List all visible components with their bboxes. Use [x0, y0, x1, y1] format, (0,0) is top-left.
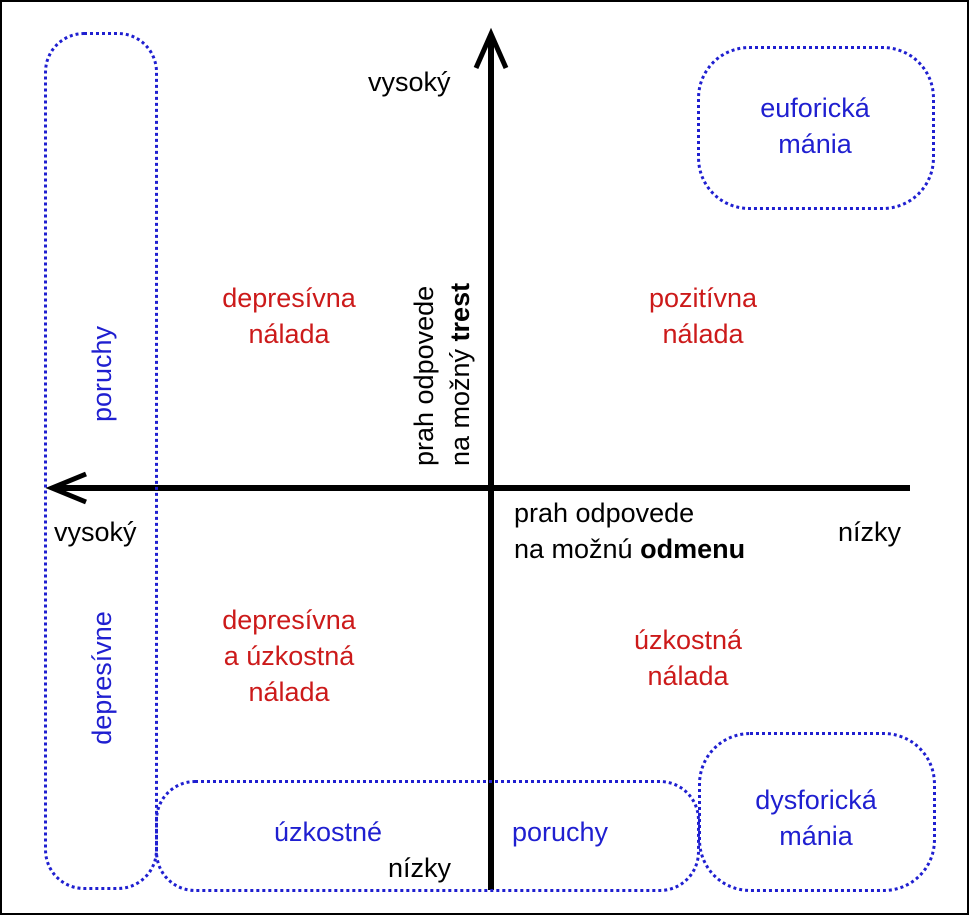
- dysphoric-mania-label: dysforická mánia: [730, 782, 902, 854]
- vertical-axis-arrowhead: [473, 27, 509, 70]
- euphoric-mania-line-2: mánia: [778, 129, 852, 159]
- quadrant-top-right-label: pozitívna nálada: [610, 280, 796, 352]
- vertical-axis-low-label: nízky: [388, 853, 452, 883]
- horizontal-axis-title-prefix: na možnú: [514, 534, 641, 564]
- anxiety-disorders-left-label: úzkostné: [274, 817, 383, 847]
- quadrant-bottom-left-label: depresívna a úzkostná nálada: [198, 602, 380, 710]
- dysphoric-mania-region: [698, 732, 936, 892]
- vertical-axis-title-prefix: na možný: [445, 341, 475, 466]
- quadrant-bottom-left-line-1: depresívna: [222, 605, 356, 635]
- dysphoric-mania-line-2: mánia: [779, 821, 853, 851]
- quadrant-bottom-left-line-3: nálada: [248, 677, 330, 707]
- horizontal-axis-low-label: nízky: [838, 517, 902, 547]
- horizontal-axis-title-line-1: prah odpovede: [514, 498, 695, 528]
- depressive-disorders-lower-label: depresívne: [87, 611, 117, 745]
- quadrant-top-right-line-1: pozitívna: [648, 283, 758, 313]
- quadrant-bottom-left-line-2: a úzkostná: [223, 641, 355, 671]
- vertical-axis-title-line-2: na možný trest: [442, 246, 478, 466]
- quadrant-top-left-label: depresívna nálada: [198, 280, 380, 352]
- quadrant-bottom-right-line-1: úzkostná: [633, 625, 743, 655]
- anxiety-disorders-region: [155, 780, 700, 892]
- euphoric-mania-label: euforická mánia: [732, 90, 898, 162]
- quadrant-bottom-right-label: úzkostná nálada: [602, 622, 774, 694]
- depressive-disorders-region: [44, 32, 158, 890]
- horizontal-axis-title-line-2: na možnú odmenu: [514, 531, 745, 567]
- quadrant-top-left-line-1: depresívna: [222, 283, 356, 313]
- vertical-axis-high-label: vysoký: [368, 67, 451, 97]
- horizontal-axis-title-bold: odmenu: [640, 534, 746, 564]
- quadrant-bottom-right-line-2: nálada: [647, 661, 729, 691]
- euphoric-mania-line-1: euforická: [760, 93, 870, 123]
- horizontal-axis-arrowhead: [45, 471, 87, 505]
- vertical-axis-title-bold: trest: [445, 282, 475, 342]
- vertical-axis-title: prah odpovede na možný trest: [406, 246, 478, 466]
- quadrant-top-right-line-2: nálada: [662, 319, 744, 349]
- depressive-disorders-upper-label: poruchy: [87, 325, 117, 423]
- quadrant-top-left-line-2: nálada: [248, 319, 330, 349]
- anxiety-disorders-right-label: poruchy: [512, 817, 609, 847]
- dysphoric-mania-line-1: dysforická: [755, 785, 877, 815]
- horizontal-axis-title: prah odpovede na možnú odmenu: [514, 495, 745, 567]
- euphoric-mania-region: [697, 46, 935, 210]
- vertical-axis-title-line-1: prah odpovede: [409, 285, 439, 466]
- horizontal-axis-high-label: vysoký: [54, 517, 137, 547]
